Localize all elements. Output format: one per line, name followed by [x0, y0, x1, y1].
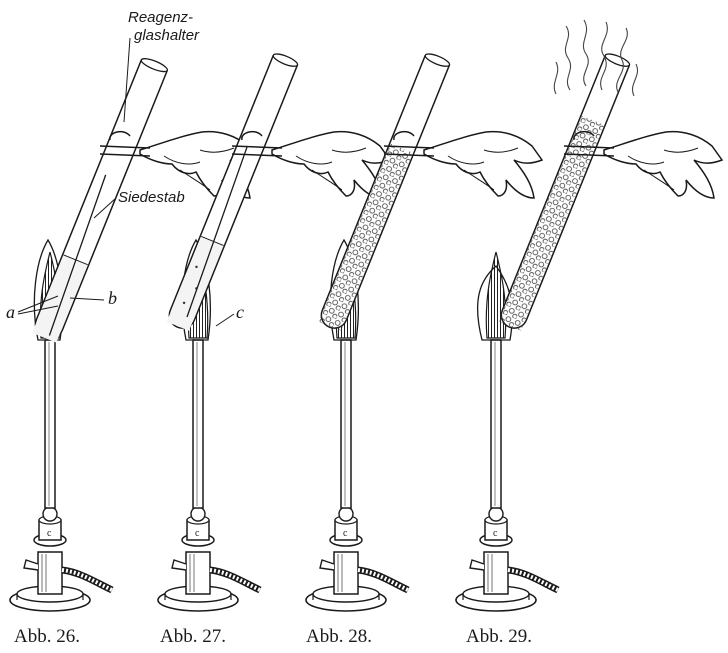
leader-c [216, 314, 234, 326]
label-reagenzglashalter-2: glashalter [134, 27, 200, 44]
caption-abb-28: Abb. 28. [306, 626, 372, 647]
label-c: c [236, 302, 244, 322]
label-a: a [6, 302, 15, 322]
label-reagenzglashalter-1: Reagenz- [128, 9, 193, 26]
caption-abb-26: Abb. 26. [14, 626, 80, 647]
figure-abb-29 [456, 20, 722, 611]
figure-abb-26 [10, 56, 258, 611]
label-siedestab: Siedestab [118, 189, 185, 206]
caption-abb-29: Abb. 29. [466, 626, 532, 647]
label-b: b [108, 288, 117, 308]
caption-abb-27: Abb. 27. [160, 626, 226, 647]
